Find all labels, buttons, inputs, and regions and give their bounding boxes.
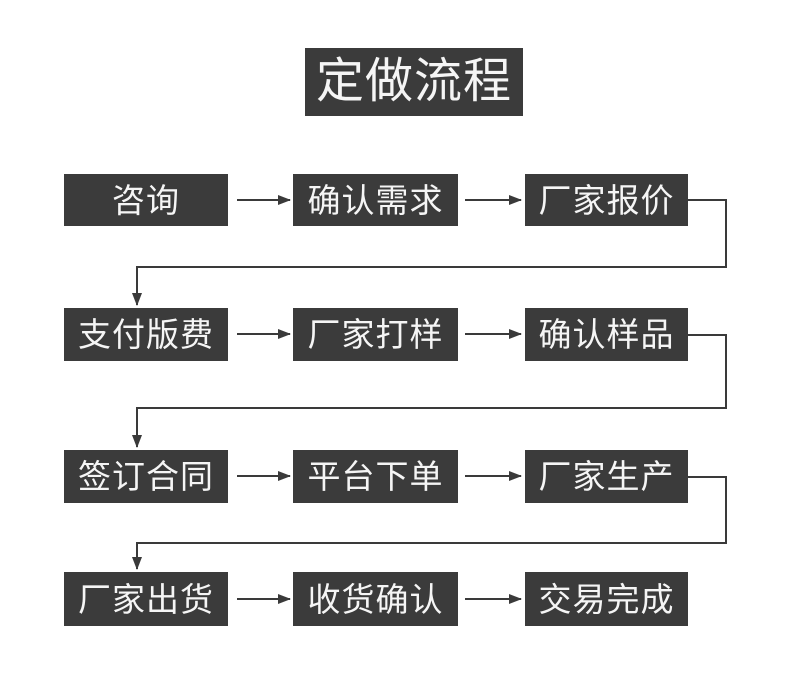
step-confirm-sample: 确认样品	[525, 308, 688, 361]
step-factory-sampling: 厂家打样	[293, 308, 458, 361]
step-platform-order: 平台下单	[293, 450, 458, 503]
step-factory-shipping: 厂家出货	[64, 572, 228, 626]
page-title: 定做流程	[305, 48, 523, 116]
step-pay-plate-fee: 支付版费	[64, 308, 228, 361]
step-receipt-confirm: 收货确认	[293, 572, 458, 626]
step-deal-complete: 交易完成	[525, 572, 688, 626]
page-title-text: 定做流程	[315, 55, 512, 108]
step-factory-production: 厂家生产	[525, 450, 688, 503]
step-confirm-demand: 确认需求	[293, 174, 458, 226]
step-consult: 咨询	[64, 174, 228, 226]
step-factory-quote: 厂家报价	[525, 174, 688, 226]
step-sign-contract: 签订合同	[64, 450, 228, 503]
